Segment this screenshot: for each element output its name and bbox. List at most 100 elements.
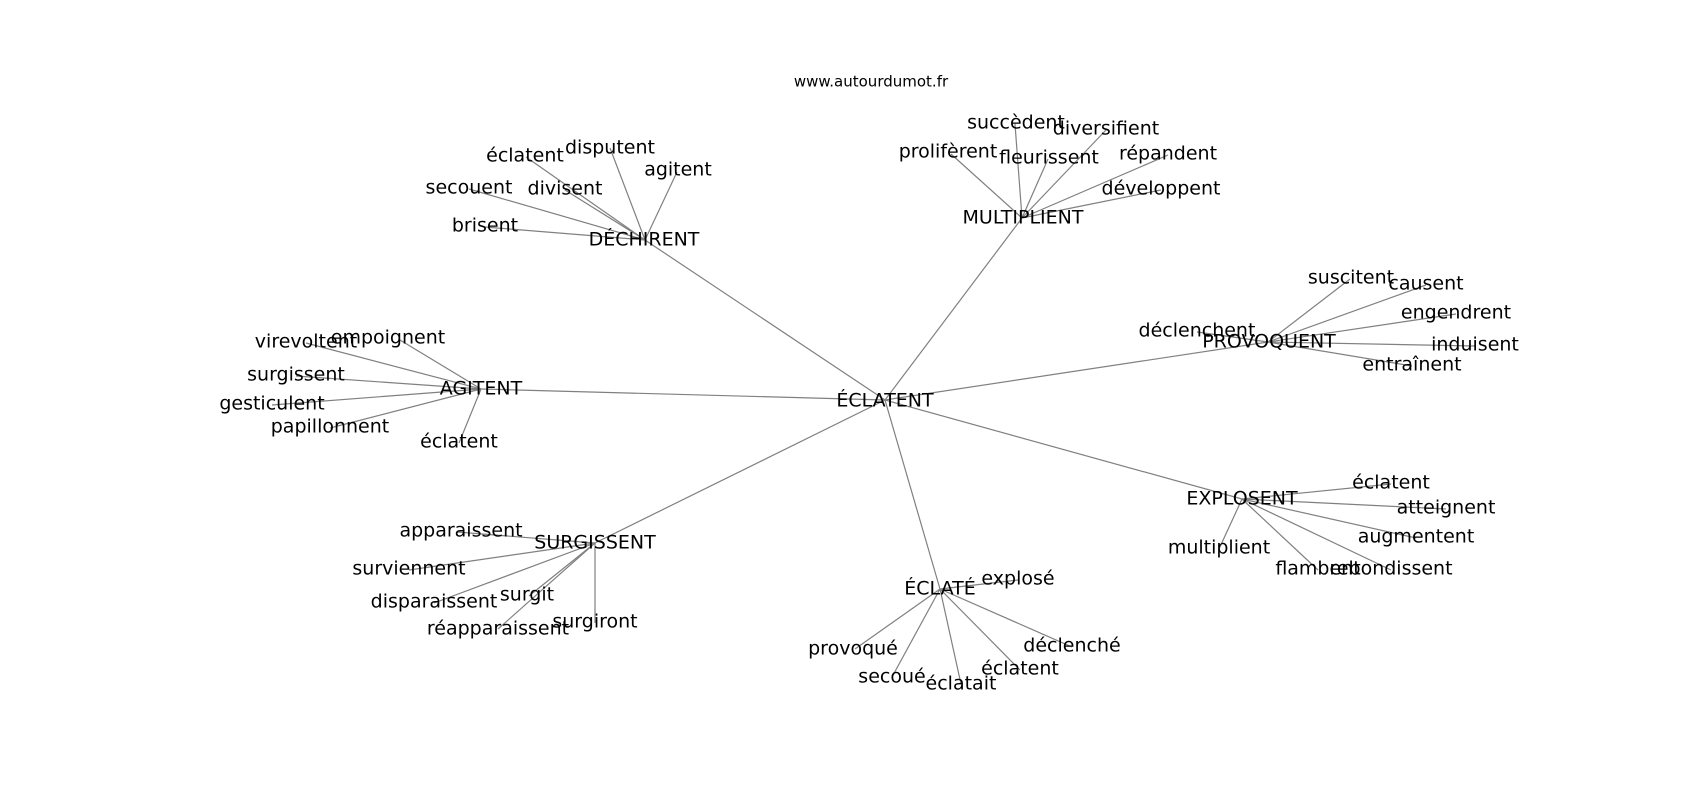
edge-surgissent-leaf xyxy=(433,542,596,604)
edge-explosent-leaf xyxy=(1241,483,1392,500)
edge-center-provoquent xyxy=(884,341,1269,401)
leaf-word[interactable]: atteignent xyxy=(1397,497,1496,519)
leaf-word[interactable]: flambent xyxy=(1275,558,1360,580)
hub-word-multiplient: MULTIPLIENT xyxy=(963,207,1084,229)
edge-multiplient-leaf xyxy=(1021,158,1049,219)
center-word: ÉCLATENT xyxy=(836,389,934,412)
leaf-word[interactable]: éclatait xyxy=(926,673,997,695)
leaf-word[interactable]: induisent xyxy=(1431,334,1519,356)
leaf-word[interactable]: surgit xyxy=(500,584,554,606)
leaf-word[interactable]: multiplient xyxy=(1168,537,1270,559)
edge-multiplient-leaf xyxy=(950,153,1023,219)
edge-surgissent-leaf xyxy=(408,542,596,571)
edge-agitent-leaf xyxy=(295,375,482,390)
leaf-word[interactable]: suscitent xyxy=(1308,267,1394,289)
hub-word-explosent: EXPLOSENT xyxy=(1186,488,1298,510)
edge-dechirent-leaf xyxy=(609,147,646,241)
edge-dechirent-leaf xyxy=(468,188,646,241)
edge-multiplient-leaf xyxy=(1014,123,1023,219)
leaf-word[interactable]: éclatent xyxy=(981,658,1059,680)
leaf-word[interactable]: succèdent xyxy=(967,112,1065,134)
leaf-word[interactable]: répandent xyxy=(1119,143,1217,165)
edge-explosent-leaf xyxy=(1241,498,1417,539)
leaf-word[interactable]: déclenchent xyxy=(1139,320,1256,342)
edge-multiplient-leaf xyxy=(1021,154,1169,219)
leaf-word[interactable]: provoqué xyxy=(808,638,898,660)
leaf-word[interactable]: entraînent xyxy=(1362,354,1461,376)
leaf-word[interactable]: brisent xyxy=(452,215,518,237)
hub-word-provoquent: PROVOQUENT xyxy=(1202,331,1336,353)
leaf-word[interactable]: augmentent xyxy=(1358,526,1475,548)
leaf-word[interactable]: explosé xyxy=(981,568,1054,590)
edge-surgissent-leaf xyxy=(528,542,596,597)
edge-surgissent-leaf xyxy=(456,531,596,544)
hub-word-surgissent: SURGISSENT xyxy=(534,532,656,554)
edge-multiplient-leaf xyxy=(1021,189,1162,219)
edge-agitent-leaf xyxy=(305,342,482,390)
edge-dechirent-leaf xyxy=(644,171,678,241)
edge-explosent-leaf xyxy=(1241,498,1392,571)
leaf-word[interactable]: éclatent xyxy=(486,145,564,167)
edge-dechirent-leaf xyxy=(484,226,646,241)
edge-eclate-leaf xyxy=(854,588,941,650)
leaf-word[interactable]: fleurissent xyxy=(999,147,1099,169)
edge-provoquent-leaf xyxy=(1267,278,1351,343)
edge-center-agitent xyxy=(480,388,886,401)
leaf-word[interactable]: rebondissent xyxy=(1329,558,1452,580)
edge-surgissent-leaf xyxy=(497,542,596,630)
edge-provoquent-leaf xyxy=(1267,341,1476,347)
leaf-word[interactable]: secouent xyxy=(426,177,513,199)
site-watermark: www.autourdumot.fr xyxy=(794,73,949,91)
hub-word-eclate: ÉCLATÉ xyxy=(904,577,975,600)
edge-explosent-leaf xyxy=(1241,498,1319,571)
leaf-word[interactable]: empoignent xyxy=(331,327,445,349)
leaf-word[interactable]: surgiront xyxy=(552,611,637,633)
leaf-word[interactable]: développent xyxy=(1102,178,1221,200)
edge-agitent-leaf xyxy=(271,388,482,406)
graph-edges xyxy=(271,123,1476,685)
edge-agitent-leaf xyxy=(329,388,482,429)
hub-word-agitent: AGITENT xyxy=(440,378,523,400)
leaf-word[interactable]: virevoltent xyxy=(255,331,357,353)
edge-agitent-leaf xyxy=(399,339,482,390)
edge-eclate-leaf xyxy=(939,579,1019,590)
edge-eclate-leaf xyxy=(939,588,962,685)
leaf-word[interactable]: disparaissent xyxy=(371,591,498,613)
leaf-word[interactable]: divisent xyxy=(528,178,603,200)
leaf-word[interactable]: éclatent xyxy=(420,431,498,453)
leaf-word[interactable]: diversifient xyxy=(1053,118,1159,140)
leaf-word[interactable]: causent xyxy=(1388,273,1463,295)
hub-word-dechirent: DÉCHIRENT xyxy=(589,228,700,251)
edge-center-eclate xyxy=(884,399,941,590)
leaf-word[interactable]: papillonnent xyxy=(271,416,390,438)
edge-dechirent-leaf xyxy=(525,156,646,241)
leaf-word[interactable]: déclenché xyxy=(1023,635,1120,657)
edge-dechirent-leaf xyxy=(564,189,646,241)
edge-multiplient-leaf xyxy=(1021,129,1107,219)
leaf-word[interactable]: surviennent xyxy=(352,558,465,580)
leaf-word[interactable]: surgissent xyxy=(247,364,345,386)
edge-eclate-leaf xyxy=(891,588,941,678)
leaf-word[interactable]: secoué xyxy=(858,666,925,688)
edge-provoquent-leaf xyxy=(1267,284,1427,343)
leaf-word[interactable]: éclatent xyxy=(1352,472,1430,494)
leaf-word[interactable]: réapparaissent xyxy=(427,618,569,640)
leaf-word[interactable]: gesticulent xyxy=(219,393,324,415)
leaf-word[interactable]: agitent xyxy=(644,159,712,181)
leaf-word[interactable]: prolifèrent xyxy=(899,141,998,163)
edge-center-explosent xyxy=(884,399,1243,500)
edge-provoquent-leaf xyxy=(1196,331,1269,343)
edge-explosent-leaf xyxy=(1218,498,1243,550)
edge-center-multiplient xyxy=(884,217,1023,401)
edge-center-surgissent xyxy=(594,399,886,544)
leaf-word[interactable]: engendrent xyxy=(1401,302,1511,324)
edge-eclate-leaf xyxy=(939,588,1073,648)
edge-explosent-leaf xyxy=(1241,498,1447,510)
leaf-word[interactable]: apparaissent xyxy=(399,520,522,542)
edge-provoquent-leaf xyxy=(1267,313,1457,343)
edge-center-dechirent xyxy=(644,239,886,401)
leaf-word[interactable]: disputent xyxy=(565,137,655,159)
edge-provoquent-leaf xyxy=(1267,341,1413,367)
graph-labels: www.autourdumot.fr ÉCLATENT DÉCHIRENT éc… xyxy=(219,73,1519,695)
